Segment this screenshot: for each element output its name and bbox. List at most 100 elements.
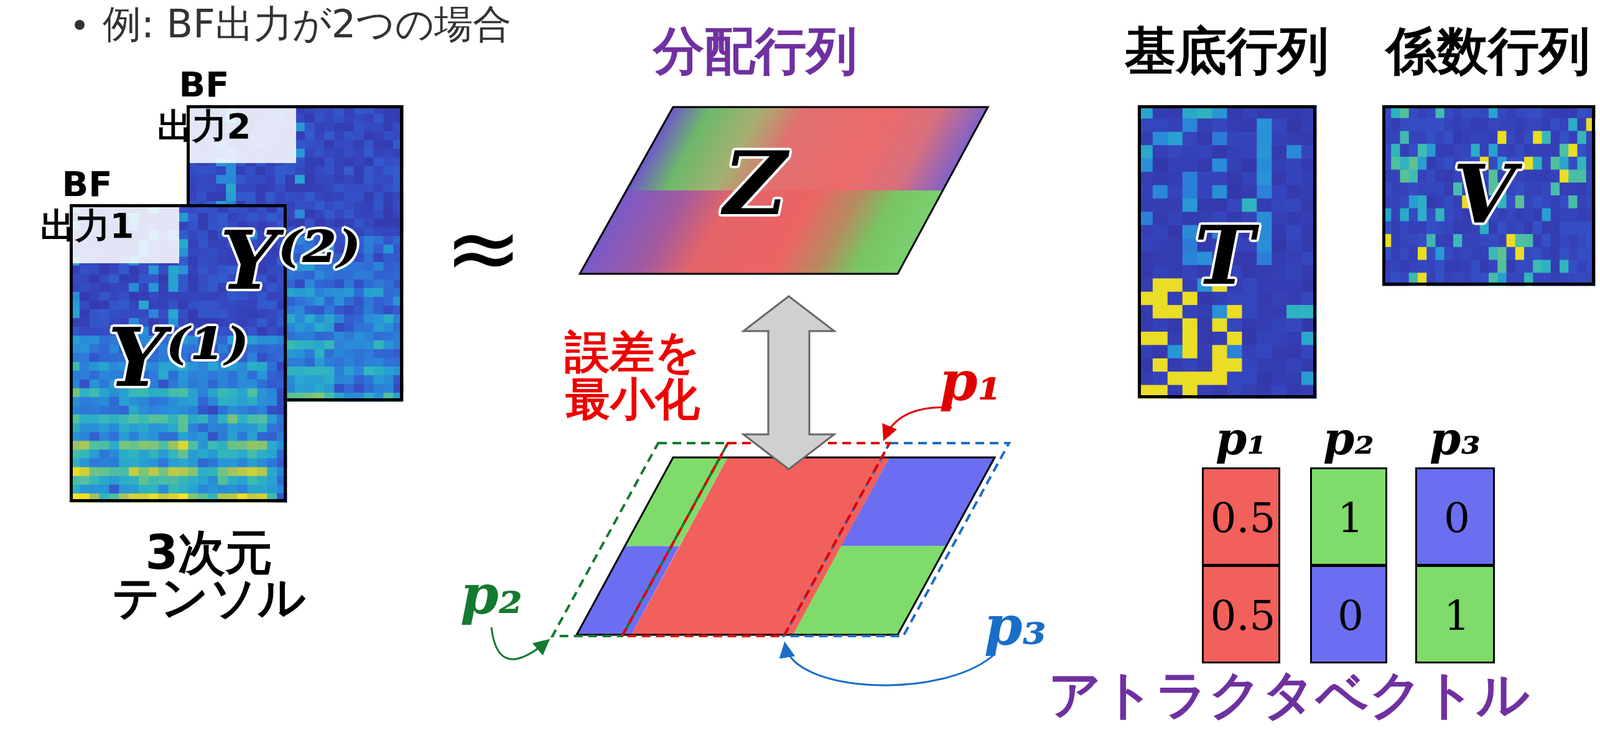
heatmap-cell — [187, 265, 198, 275]
heatmap-cell — [324, 174, 335, 185]
heatmap-cell — [363, 288, 374, 298]
heatmap-cell — [1241, 318, 1258, 333]
heatmap-cell — [187, 414, 198, 424]
heatmap-cell — [324, 139, 335, 150]
heatmap-cell — [353, 331, 364, 341]
heatmap-cell — [353, 340, 364, 350]
heatmap-cell — [334, 383, 345, 394]
heatmap-cell — [207, 440, 218, 450]
heatmap-cell — [284, 166, 295, 176]
heatmap-cell — [108, 414, 119, 424]
heatmap-cell — [148, 458, 159, 468]
heatmap-cell — [1227, 131, 1243, 146]
heatmap-cell — [353, 174, 364, 185]
heatmap-cell — [363, 383, 374, 394]
heatmap-cell — [1577, 130, 1587, 144]
heatmap-cell — [215, 183, 226, 193]
heatmap-cell — [1435, 130, 1446, 144]
heatmap-cell — [256, 353, 267, 363]
heatmap-cell — [1444, 143, 1454, 157]
heatmap-cell — [294, 314, 305, 324]
heatmap-cell — [266, 370, 277, 381]
heatmap-cell — [363, 348, 374, 359]
heatmap-cell — [1227, 304, 1243, 319]
heatmap-cell — [1227, 144, 1243, 159]
double-arrow — [743, 296, 835, 470]
heatmap-cell — [344, 366, 354, 376]
heatmap-cell — [1506, 130, 1517, 144]
heatmap-cell — [187, 300, 198, 310]
heatmap-cell — [294, 131, 305, 141]
heatmap-cell — [266, 274, 277, 284]
matrix-symbol: Z — [723, 135, 787, 232]
heatmap-cell — [353, 139, 364, 150]
heatmap-cell — [227, 423, 238, 433]
heatmap-cell — [1286, 225, 1303, 239]
heatmap-cell — [197, 423, 208, 433]
heatmap-cell — [1197, 344, 1214, 359]
heatmap-cell — [353, 122, 364, 132]
heatmap-cell — [1197, 184, 1214, 199]
heatmap-cell — [1444, 130, 1454, 144]
heatmap-cell — [1577, 169, 1587, 183]
heatmap-cell — [99, 291, 110, 302]
heatmap-cell — [99, 405, 110, 415]
heatmap-cell — [138, 467, 149, 477]
heatmap-cell — [217, 265, 228, 275]
heatmap-cell — [344, 200, 354, 211]
heatmap-cell — [1542, 156, 1552, 170]
heatmap-cell — [353, 131, 364, 141]
heatmap-cell — [168, 431, 179, 442]
heatmap-cell — [266, 309, 277, 319]
heatmap-cell — [383, 314, 394, 324]
heatmap-cell — [178, 283, 189, 293]
heatmap-cell — [89, 405, 100, 415]
heatmap-cell — [266, 212, 277, 223]
heatmap-cell — [1568, 156, 1578, 170]
heatmap-cell — [276, 274, 287, 284]
heatmap-cell — [178, 423, 189, 433]
heatmap-cell — [128, 291, 139, 302]
heatmap-cell — [1453, 118, 1463, 132]
heatmap-cell — [1286, 144, 1303, 159]
heatmap-cell — [266, 291, 277, 302]
heatmap-cell — [99, 414, 110, 424]
heatmap-cell — [237, 300, 248, 310]
heatmap-cell — [266, 458, 277, 468]
heatmap-cell — [1286, 238, 1303, 252]
heatmap-cell — [314, 305, 325, 315]
heatmap-cell — [247, 221, 258, 231]
heatmap-cell — [1559, 130, 1569, 144]
heatmap-cell — [334, 200, 345, 211]
heatmap-cell — [1435, 156, 1446, 170]
heatmap-cell — [197, 274, 208, 284]
heatmap-cell — [363, 305, 374, 315]
heatmap-cell — [108, 458, 119, 468]
heatmap-cell — [314, 331, 325, 341]
heatmap-cell — [294, 200, 305, 211]
heatmap-cell — [344, 122, 354, 132]
heatmap-cell — [1400, 195, 1410, 209]
heatmap-cell — [187, 291, 198, 302]
heatmap-cell — [1286, 198, 1303, 213]
heatmap-cell — [89, 300, 100, 310]
heatmap-cell — [344, 340, 354, 350]
heatmap-cell — [1559, 195, 1569, 209]
heatmap-cell — [1212, 184, 1228, 199]
heatmap-cell — [373, 218, 384, 228]
heatmap-cell — [294, 166, 305, 176]
heatmap-cell — [99, 440, 110, 450]
heatmap-cell — [324, 131, 335, 141]
heatmap-cell — [1532, 156, 1543, 170]
heatmap-cell — [207, 238, 218, 249]
heatmap-cell — [196, 183, 207, 193]
heatmap-cell — [128, 449, 139, 459]
heatmap-cell — [383, 166, 394, 176]
heatmap-cell — [1152, 238, 1169, 252]
heatmap-cell — [1577, 118, 1587, 132]
heatmap-cell — [1197, 371, 1214, 386]
heatmap-cell — [1256, 344, 1273, 359]
heatmap-cell — [373, 113, 384, 124]
heatmap-cell — [383, 288, 394, 298]
heatmap-cell — [284, 174, 295, 185]
